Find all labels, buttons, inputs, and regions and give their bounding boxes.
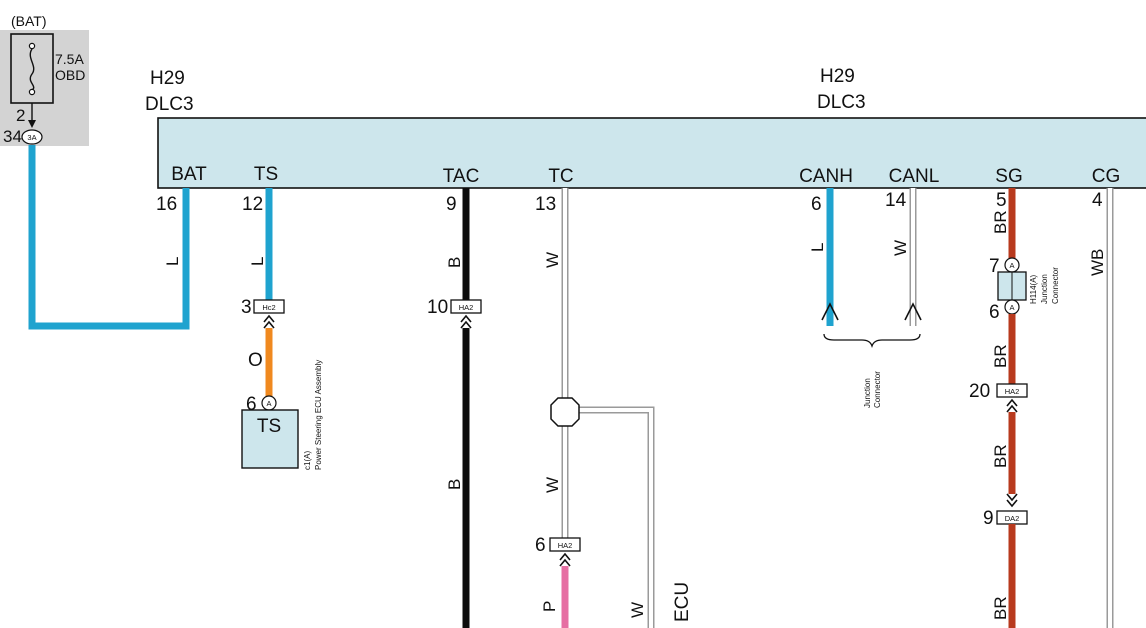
fuse-rating: 7.5A [55,51,84,67]
terminal-tc-label: TC [548,166,573,187]
can-junction-brace [823,333,921,349]
connector-sg-b-pin: 9 [983,508,994,529]
terminal-canh-label: CANH [799,166,853,187]
connector-ts-chevron-icon [263,314,275,329]
terminal-sg-label: SG [995,166,1022,187]
splice-point [550,397,580,427]
fuse-connector-code: 3A [27,133,36,142]
fuse-arrow-icon [28,120,36,128]
ts-module-pin: 6 [246,394,257,415]
fuse-pin-top: 2 [16,106,25,125]
terminal-tac-label: TAC [443,166,480,187]
fuse-terminal-top [28,42,36,50]
wire-tc-mid-color: W [543,477,562,493]
wire-ts-lower-color: O [248,350,263,371]
connector-tc-code: HA2 [558,541,573,550]
terminal-canl-pin: 14 [885,190,907,211]
terminal-bat-pin: 16 [156,194,177,215]
connector-tac-chevron-icon [460,314,472,329]
ts-module-desc: Power Steering ECU Assembly [314,360,323,470]
ts-module-code: c1(A) [303,451,312,470]
sg-junction-line1: Junction [1040,274,1049,304]
ts-module-circle-label: A [266,399,271,408]
terminal-canh-pin: 6 [811,194,822,215]
sg-junction-code: H114(A) [1029,274,1038,304]
dlc-right-code: H29 [820,66,855,87]
terminal-sg-pin: 5 [996,190,1007,211]
connector-tac-box [450,299,482,314]
can-junction-line2: Connector [873,371,882,408]
connector-tc-chevron-icon [559,552,571,567]
dlc-left-code: H29 [150,68,185,89]
wire-branch-edge [578,406,655,628]
connector-sg-a-code: HA2 [1005,387,1020,396]
wire-tac-lower-color: B [445,479,464,490]
sg-junction-pin-bottom: 6 [989,302,1000,323]
wire-sg-4-color: BR [991,596,1010,620]
sg-junction-circle-bottom-label: A [1009,303,1014,312]
sg-junction-circle-top-label: A [1009,261,1014,270]
connector-tc-box [549,537,581,552]
wire-sg-color: BR [991,210,1010,234]
connector-ts-code: Hc2 [262,303,275,312]
connector-ts-box [253,299,285,314]
wire-branch-color: W [628,602,647,618]
canh-connector-chevron-icon [821,302,839,321]
wire-canh-color: L [808,243,827,252]
fuse-area [0,30,89,146]
sg-junction-line2: Connector [1051,267,1060,304]
connector-tac-code: HA2 [459,303,474,312]
can-junction-line1: Junction [863,378,872,408]
terminal-cg-pin: 4 [1092,190,1103,211]
wire-sg-3-color: BR [991,444,1010,468]
wire-sg-2-color: BR [991,344,1010,368]
fuse-icon [29,48,35,91]
connector-sg-a-pin: 20 [969,381,990,402]
fuse-name: OBD [55,67,85,83]
ts-module-box [241,409,299,469]
wire-bat [28,145,190,330]
wire-cg-color: WB [1088,249,1107,276]
terminal-canl-label: CANL [889,166,940,187]
connector-tac-pin: 10 [427,297,448,318]
fuse-pin-left: 34 [3,127,22,146]
wire-tc-lower-color: P [540,601,559,612]
terminal-bat-label: BAT [171,164,207,185]
sg-junction-pin-top: 7 [989,256,1000,277]
terminal-tac-pin: 9 [446,194,457,215]
canl-connector-chevron-icon [904,302,922,321]
ts-module-label: TS [257,416,281,437]
connector-tc-pin: 6 [535,535,546,556]
terminal-tc-pin: 13 [535,194,556,215]
fuse-terminal-bottom [28,88,36,96]
connector-ts-pin: 3 [241,297,252,318]
terminal-cg-label: CG [1092,166,1121,187]
fuse-supply-label: (BAT) [11,13,47,29]
connector-sg-b-chevron-icon [1006,493,1018,508]
dlc-right-name: DLC3 [817,92,866,113]
connector-sg-a-chevron-icon [1006,398,1018,413]
wire-bat-color: L [163,257,182,266]
terminal-ts-label: TS [254,164,278,185]
connector-sg-a-box [996,383,1028,398]
dlc3-connector-panel [157,117,1146,189]
wire-ts-color: L [248,257,267,266]
connector-sg-b-code: DA2 [1005,514,1020,523]
wire-canl-color: W [891,240,910,256]
wire-branch [578,408,653,628]
ecu-label: ECU [672,582,693,622]
dlc-left-name: DLC3 [145,94,194,115]
wire-tac-color: B [445,257,464,268]
wire-tc-color: W [543,252,562,268]
terminal-ts-pin: 12 [242,194,263,215]
fuse-connector-circle [21,129,43,145]
